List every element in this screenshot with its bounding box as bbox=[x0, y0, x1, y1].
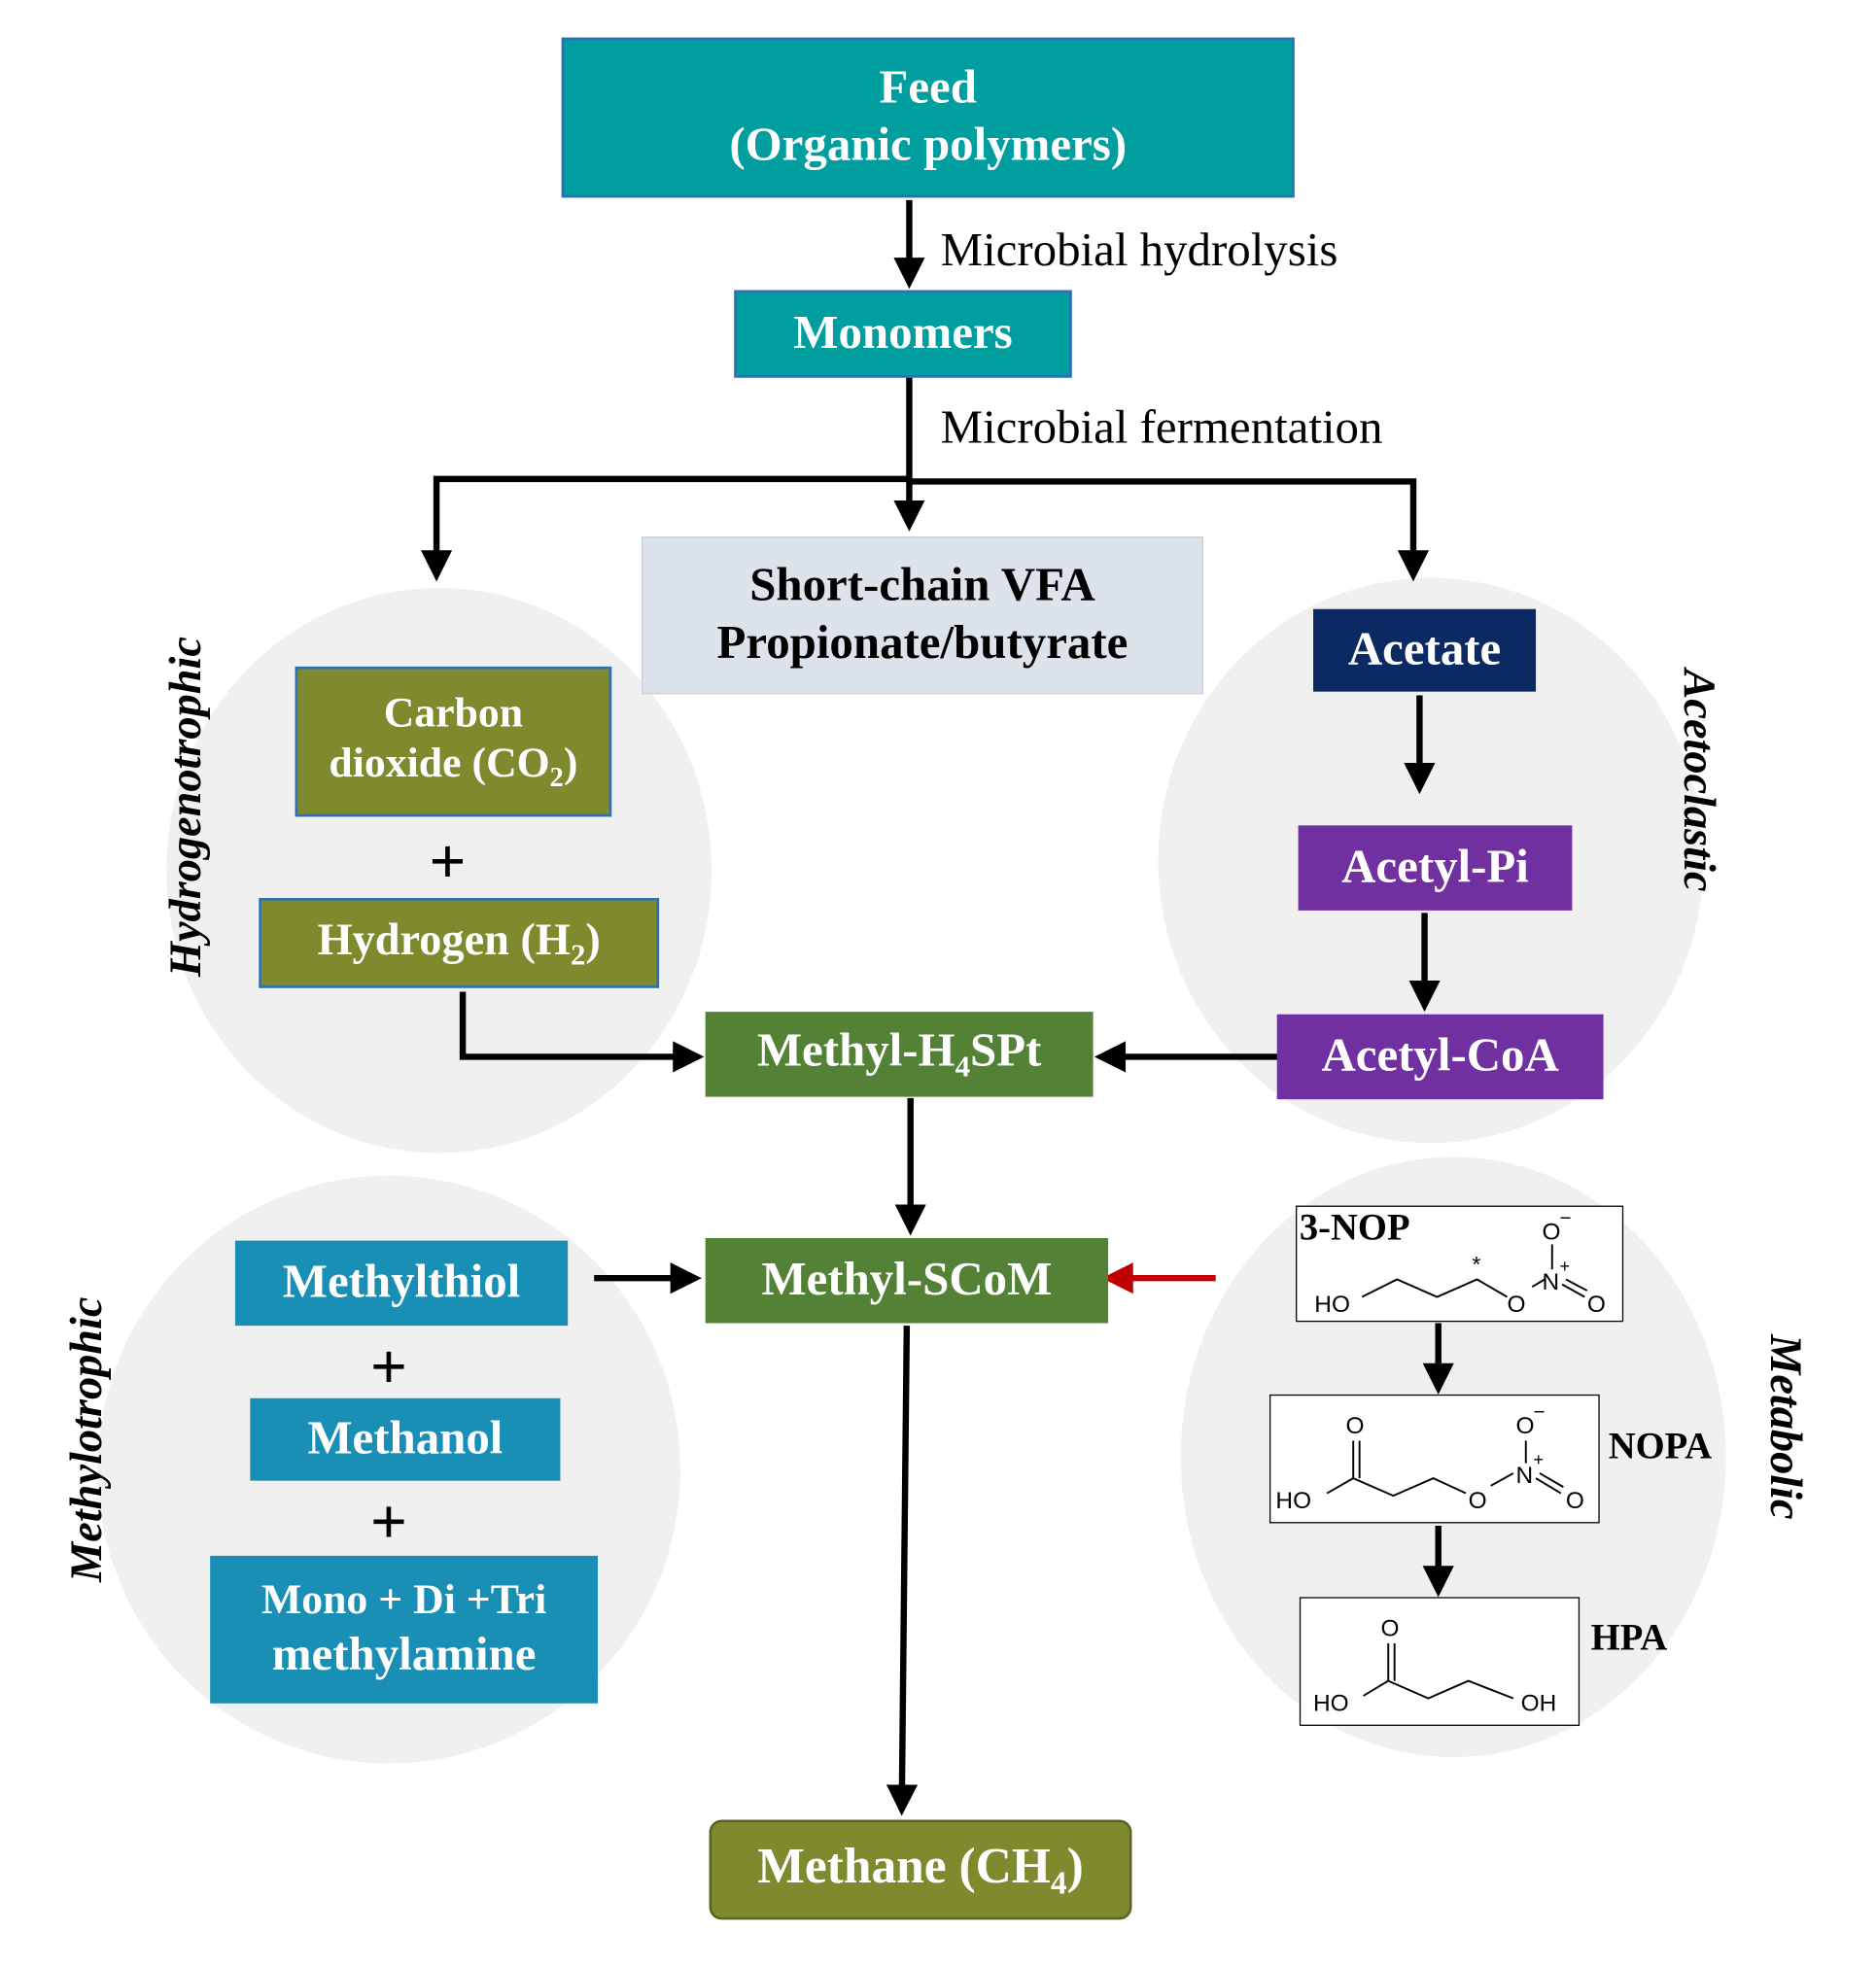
vfa-box: Short-chain VFA Propionate/butyrate bbox=[642, 536, 1203, 695]
atom-minus: − bbox=[1560, 1207, 1572, 1229]
methylamine-line1: Mono + Di +Tri bbox=[261, 1576, 547, 1624]
atom-plus: + bbox=[1560, 1257, 1571, 1276]
atom-n: N bbox=[1543, 1269, 1560, 1295]
hydrogenotrophic-label: Hydrogenotrophic bbox=[159, 637, 211, 978]
atom-plus: + bbox=[1533, 1450, 1544, 1469]
nop-structure-box: 3-NOP HO * O N + O − O bbox=[1296, 1205, 1624, 1323]
atom-n: N bbox=[1515, 1463, 1533, 1489]
nopa-structure-box: HO O O N + O − O bbox=[1269, 1394, 1600, 1524]
atom-ho: HO bbox=[1313, 1690, 1349, 1716]
acetyl-pi-box: Acetyl-Pi bbox=[1298, 825, 1573, 911]
atom-star: * bbox=[1472, 1252, 1480, 1277]
methyl-scom-box: Methyl-SCoM bbox=[705, 1238, 1109, 1324]
feed-subtitle: (Organic polymers) bbox=[729, 119, 1128, 172]
acetate-label: Acetate bbox=[1347, 623, 1502, 676]
co2-line1: Carbon bbox=[383, 689, 524, 737]
hpa-structure-box: HO O OH bbox=[1299, 1597, 1581, 1726]
feed-title: Feed bbox=[879, 61, 977, 115]
acetyl-coa-box: Acetyl-CoA bbox=[1276, 1014, 1604, 1100]
methylthiol-box: Methylthiol bbox=[234, 1240, 569, 1327]
vfa-subtitle: Propionate/butyrate bbox=[716, 616, 1129, 670]
nopa-molecule: HO O O N + O − O bbox=[1275, 1400, 1584, 1514]
hpa-molecule: HO O OH bbox=[1313, 1615, 1557, 1716]
methanol-box: Methanol bbox=[250, 1397, 561, 1481]
methylamine-box: Mono + Di +Tri methylamine bbox=[210, 1555, 599, 1704]
hpa-label: HPA bbox=[1590, 1616, 1668, 1659]
acetyl-pi-label: Acetyl-Pi bbox=[1341, 841, 1529, 894]
monomers-label: Monomers bbox=[793, 306, 1013, 360]
fermentation-label: Microbial fermentation bbox=[940, 401, 1383, 455]
methyl-h4spt-label: Methyl-H4SPt bbox=[756, 1023, 1042, 1084]
atom-o: O bbox=[1515, 1413, 1534, 1439]
co2-box: Carbon dioxide (CO2) bbox=[295, 666, 612, 817]
vfa-title: Short-chain VFA bbox=[749, 559, 1095, 612]
methylthiol-label: Methylthiol bbox=[282, 1256, 521, 1309]
methylotrophic-label: Methylotrophic bbox=[61, 1296, 112, 1582]
methane-label: Methane (CH4) bbox=[757, 1837, 1084, 1902]
arrow-branch-acetate bbox=[909, 478, 1430, 582]
atom-minus: − bbox=[1533, 1400, 1545, 1423]
acetyl-coa-label: Acetyl-CoA bbox=[1321, 1029, 1559, 1083]
atom-o: O bbox=[1345, 1413, 1364, 1439]
arrow-branch-hydrogenotrophic bbox=[420, 475, 910, 582]
nopa-label: NOPA bbox=[1608, 1426, 1713, 1467]
plus-sign: + bbox=[369, 1487, 408, 1559]
atom-o: O bbox=[1543, 1219, 1561, 1245]
acetoclastic-label: Acetoclastic bbox=[1674, 669, 1725, 892]
nop-label: 3-NOP bbox=[1299, 1206, 1410, 1249]
plus-sign: + bbox=[369, 1331, 408, 1403]
methanol-label: Methanol bbox=[307, 1412, 504, 1466]
plus-sign: + bbox=[429, 826, 467, 898]
atom-o: O bbox=[1381, 1615, 1400, 1641]
atom-oh: OH bbox=[1521, 1690, 1557, 1716]
acetate-box: Acetate bbox=[1313, 608, 1537, 692]
arrow-h2-methylh4spt bbox=[459, 991, 705, 1073]
atom-o: O bbox=[1587, 1292, 1606, 1318]
methane-box: Methane (CH4) bbox=[709, 1819, 1132, 1920]
hydrolysis-label: Microbial hydrolysis bbox=[940, 224, 1338, 277]
arrow-methylscom-methane bbox=[886, 1326, 919, 1816]
monomers-box: Monomers bbox=[734, 290, 1072, 378]
atom-ho: HO bbox=[1275, 1488, 1311, 1514]
metabolic-label: Metabolic bbox=[1760, 1334, 1812, 1520]
co2-line2: dioxide (CO2) bbox=[329, 741, 578, 794]
atom-ho: HO bbox=[1314, 1292, 1350, 1318]
atom-o: O bbox=[1469, 1488, 1487, 1514]
methyl-scom-label: Methyl-SCoM bbox=[761, 1253, 1053, 1306]
methylamine-line2: methylamine bbox=[271, 1628, 537, 1681]
h2-box: Hydrogen (H2) bbox=[259, 897, 660, 988]
atom-o: O bbox=[1507, 1292, 1525, 1318]
h2-label: Hydrogen (H2) bbox=[317, 914, 601, 972]
atom-o: O bbox=[1566, 1488, 1584, 1514]
methyl-h4spt-box: Methyl-H4SPt bbox=[705, 1012, 1094, 1097]
feed-box: Feed (Organic polymers) bbox=[561, 37, 1295, 198]
nop-molecule: HO * O N + O − O bbox=[1314, 1207, 1606, 1318]
